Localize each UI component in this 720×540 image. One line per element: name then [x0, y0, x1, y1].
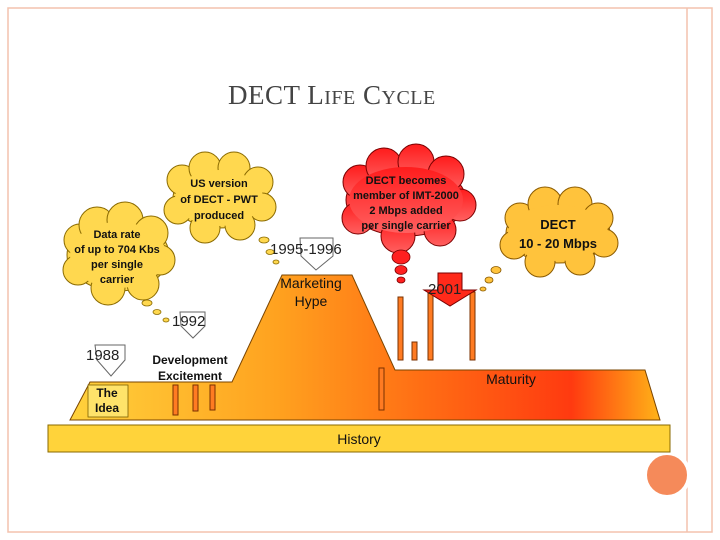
idea-label-1: The: [96, 386, 118, 400]
decor-circle: [643, 451, 691, 499]
cloud-imt-line-1: DECT becomes: [366, 175, 447, 187]
arrow-1988: [94, 344, 126, 377]
cloud-imt-line-4: per single carrier: [361, 220, 451, 232]
pole: [397, 296, 404, 361]
pole: [469, 291, 476, 361]
pole: [209, 384, 216, 411]
year-1992-label: 1992: [172, 313, 205, 330]
idea-label-2: Idea: [95, 401, 119, 415]
pole: [192, 384, 199, 412]
arrow-1995: [299, 237, 334, 271]
lifecycle-mountain: [69, 274, 661, 421]
cloud-dect-speed: DECT 10 - 20 Mbps: [479, 186, 619, 292]
marketing-label-2: Hype: [295, 293, 328, 309]
arrow-1992: [179, 311, 206, 339]
maturity-label: Maturity: [486, 371, 536, 387]
pole: [411, 341, 418, 361]
pole: [427, 291, 434, 361]
cloud-data-line-4: carrier: [100, 274, 135, 286]
year-marker-1992: 1992: [172, 311, 206, 339]
slide-title: DECT LIFE CYCLE: [228, 80, 436, 110]
year-marker-1995-1996: 1995-1996: [270, 237, 342, 271]
cloud-imt-2000: DECT becomes member of IMT-2000 2 Mbps a…: [341, 143, 477, 284]
cloud-dect-line-1: DECT: [540, 217, 575, 232]
cloud-data-rate: Data rate of up to 704 Kbs per single ca…: [62, 201, 176, 323]
idea-box: [87, 384, 129, 418]
cloud-imt-line-2: member of IMT-2000: [353, 190, 459, 202]
marketing-label-1: Marketing: [280, 275, 341, 291]
arrow-2001: [422, 272, 478, 307]
cloud-us-version: US version of DECT - PWT produced: [163, 151, 280, 265]
slide-border: [7, 7, 713, 533]
dev-label-2: Excitement: [158, 369, 222, 383]
cloud-us-line-1: US version: [190, 178, 248, 190]
cloud-data-line-2: of up to 704 Kbs: [74, 244, 160, 256]
history-label: History: [337, 431, 381, 447]
pole: [172, 384, 179, 416]
year-1988-label: 1988: [86, 347, 119, 364]
history-bar: [47, 424, 671, 453]
cloud-us-line-2: of DECT - PWT: [180, 194, 258, 206]
cloud-data-line-3: per single: [91, 259, 143, 271]
dev-label-1: Development: [152, 353, 227, 367]
year-marker-2001: 2001: [422, 272, 478, 307]
year-marker-1988: 1988: [86, 344, 126, 377]
year-1995-label: 1995-1996: [270, 241, 342, 258]
cloud-us-line-3: produced: [194, 210, 244, 222]
cloud-imt-line-3: 2 Mbps added: [369, 205, 442, 217]
cloud-data-line-1: Data rate: [93, 229, 140, 241]
pole: [378, 367, 385, 411]
lifecycle-poles: [172, 291, 476, 416]
year-2001-label: 2001: [428, 281, 461, 298]
cloud-dect-line-2: 10 - 20 Mbps: [519, 236, 597, 251]
